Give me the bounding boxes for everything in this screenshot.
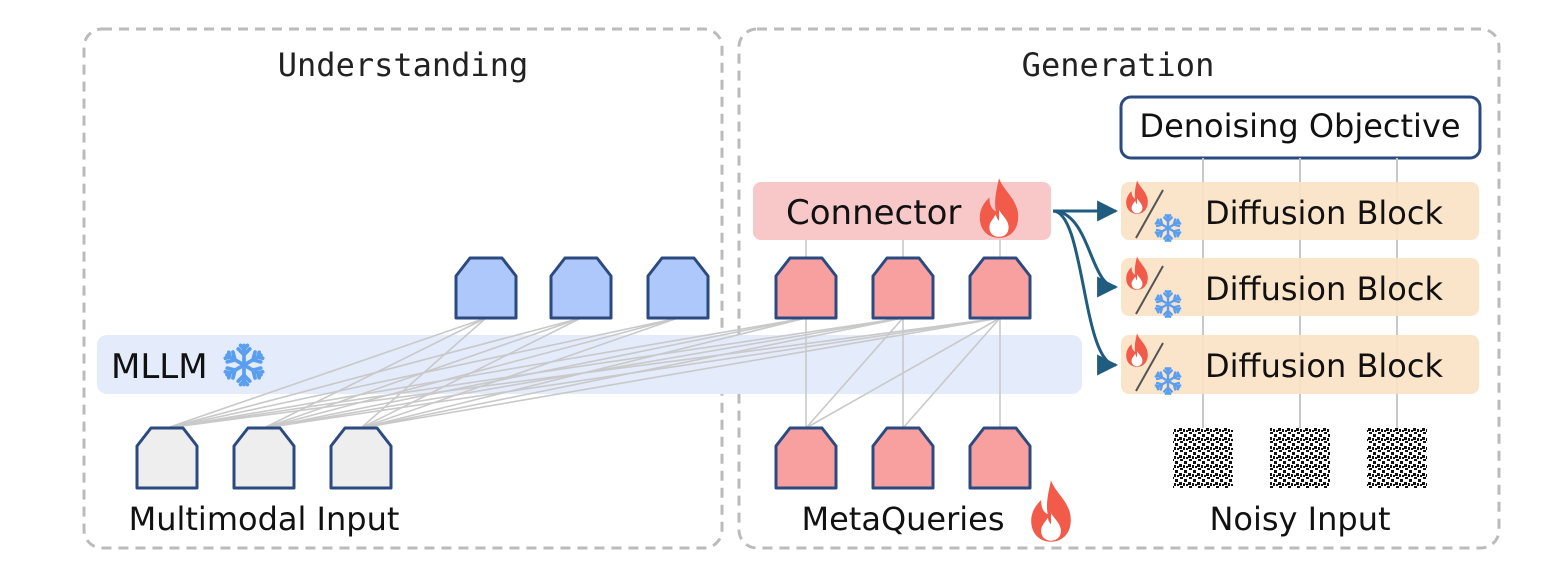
diffusion-block-label: Diffusion Block — [1205, 194, 1443, 232]
arrow-to-block-3 — [1052, 209, 1119, 376]
metaquery-input-token — [871, 426, 935, 490]
connection-line — [360, 317, 582, 429]
connector-label: Connector — [786, 193, 961, 233]
mllm-label: MLLM — [111, 347, 208, 387]
arrow-to-block-2 — [1052, 209, 1119, 298]
metaquery-output-token — [774, 256, 838, 320]
connection-line — [360, 317, 679, 429]
connection-line — [166, 317, 807, 429]
generation-connection-lines — [805, 240, 1001, 429]
metaquery-input-token — [774, 426, 838, 490]
multimodal-input-token — [232, 426, 296, 490]
noise-patch — [1270, 428, 1330, 488]
multimodal-input-token — [135, 426, 199, 490]
understanding-token — [454, 256, 518, 320]
connection-line — [166, 317, 487, 429]
diffusion-block-2: Diffusion Block — [1121, 256, 1479, 317]
multimodal-input-token — [329, 426, 393, 490]
diffusion-block-3: Diffusion Block — [1121, 333, 1479, 394]
noise-patch — [1367, 428, 1427, 488]
connection-line — [263, 317, 487, 429]
connection-line — [360, 317, 487, 429]
understanding-token — [549, 256, 613, 320]
generation-panel — [737, 27, 1501, 550]
connector-arrows — [1052, 200, 1119, 376]
connector-box — [753, 182, 1051, 240]
diffusion-block-label: Diffusion Block — [1205, 270, 1443, 308]
connection-line — [805, 317, 904, 429]
slash-icon — [1135, 189, 1164, 239]
noisy-input-label: Noisy Input — [1209, 500, 1390, 538]
understanding-panel — [82, 27, 724, 550]
denoising-objective-label: Denoising Objective — [1139, 107, 1460, 145]
slash-icon — [1135, 265, 1164, 315]
connection-line — [360, 317, 904, 429]
noisy-input-patches — [1173, 428, 1427, 488]
metaquery-input-token — [968, 426, 1032, 490]
connection-line — [263, 317, 807, 429]
generation-title: Generation — [1022, 46, 1215, 84]
diffusion-block-label: Diffusion Block — [1205, 347, 1443, 385]
connection-line — [360, 317, 807, 429]
slash-icon — [1135, 342, 1164, 392]
mllm-connection-lines — [166, 317, 1001, 429]
connection-line — [360, 317, 1001, 429]
token-group — [135, 256, 1032, 490]
metaqueries-flame-icon — [1031, 480, 1071, 542]
diffusion-block-1: Diffusion Block — [1121, 180, 1479, 241]
understanding-token — [646, 256, 710, 320]
connection-line — [902, 317, 1001, 429]
noise-patch — [1173, 428, 1233, 488]
understanding-title: Understanding — [278, 46, 528, 84]
metaqueries-label: MetaQueries — [801, 500, 1004, 538]
metaquery-output-token — [871, 256, 935, 320]
metaquery-output-token — [968, 256, 1032, 320]
multimodal-input-label: Multimodal Input — [129, 500, 400, 538]
